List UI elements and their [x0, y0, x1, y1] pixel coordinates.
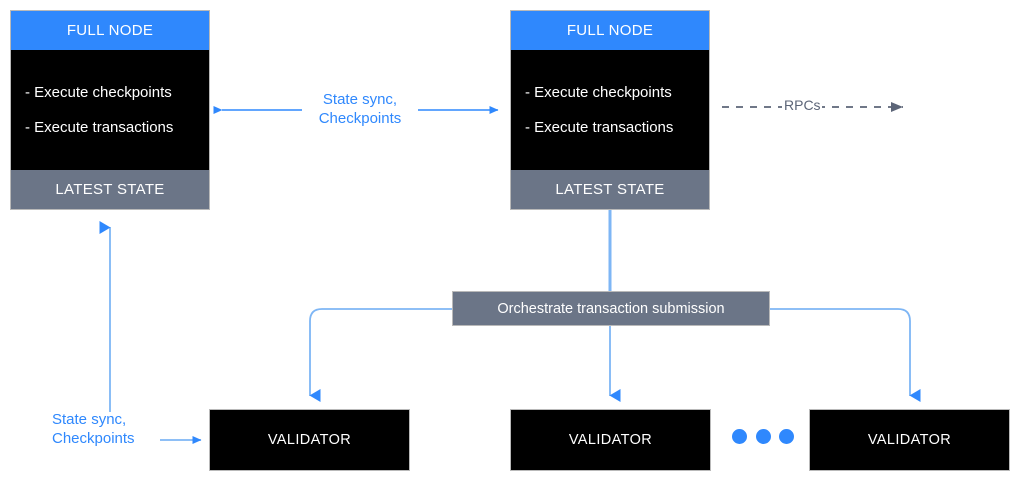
ellipsis-dots [732, 428, 794, 444]
validator-2-label: VALIDATOR [568, 432, 653, 448]
full-node-left-header: FULL NODE [11, 11, 209, 50]
validator-box-1[interactable]: VALIDATOR [209, 409, 410, 471]
validator-1-label: VALIDATOR [267, 432, 352, 448]
ellipsis-dot-1 [732, 428, 747, 444]
full-node-right-bullet-2: - Execute transactions [525, 119, 674, 136]
orchestrator-box[interactable]: Orchestrate transaction submission [452, 291, 770, 326]
full-node-right[interactable]: FULL NODE - Execute checkpoints - Execut… [510, 10, 710, 210]
label-state-sync-validator-to-fullnode: State sync, Checkpoints [52, 411, 135, 447]
validator-box-3[interactable]: VALIDATOR [809, 409, 1010, 471]
edge-orchestrator-to-validator-1 [309, 308, 452, 402]
full-node-right-footer: LATEST STATE [511, 170, 709, 209]
full-node-right-bullet-1: - Execute checkpoints [525, 84, 672, 101]
label-state-sync-between-nodes: State sync, Checkpoints [318, 91, 402, 127]
full-node-left-bullet-1: - Execute checkpoints [25, 84, 172, 101]
ellipsis-dot-3 [779, 428, 794, 444]
orchestrator-label: Orchestrate transaction submission [497, 300, 725, 317]
full-node-right-body: - Execute checkpoints - Execute transact… [511, 50, 709, 170]
full-node-left-bullet-2: - Execute transactions [25, 119, 174, 136]
full-node-right-header: FULL NODE [511, 11, 709, 50]
full-node-left[interactable]: FULL NODE - Execute checkpoints - Execut… [10, 10, 210, 210]
edge-orchestrator-to-validator-3 [770, 308, 921, 402]
full-node-left-body: - Execute checkpoints - Execute transact… [11, 50, 209, 170]
validator-box-2[interactable]: VALIDATOR [510, 409, 711, 471]
full-node-left-footer: LATEST STATE [11, 170, 209, 209]
validator-3-label: VALIDATOR [867, 432, 952, 448]
label-rpcs: RPCs [783, 97, 822, 113]
ellipsis-dot-2 [755, 428, 771, 444]
